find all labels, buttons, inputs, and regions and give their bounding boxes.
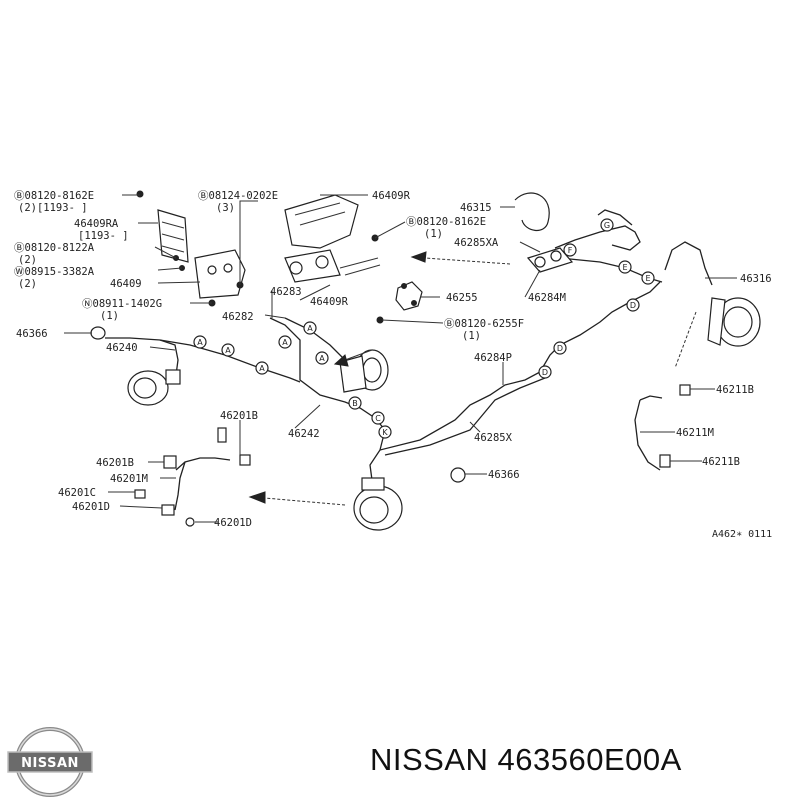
small-fittings	[134, 190, 691, 527]
circle-letter: F	[568, 246, 573, 255]
direction-arrows	[248, 251, 511, 506]
part-label: 46285X	[474, 432, 513, 444]
grommet-left	[90, 326, 106, 340]
part-label: 46409R	[310, 296, 349, 308]
circle-letter: A	[307, 324, 313, 333]
part-label: 46201D	[72, 501, 110, 513]
part-label: Ⓦ08915-3382A	[14, 266, 95, 278]
part-label: 46409R	[372, 190, 411, 202]
circle-letter: B	[352, 399, 358, 408]
circle-letters: A A A A A A B C K D D D E E F G	[193, 218, 655, 439]
part-label: 46366	[16, 328, 48, 340]
circle-letter: C	[375, 414, 381, 423]
leader-lines	[64, 194, 737, 523]
proportioning-valve	[284, 249, 381, 283]
bracket-46409	[194, 249, 246, 299]
circle-letter: A	[225, 346, 231, 355]
part-label: 46201B	[96, 457, 134, 469]
right-caliper	[707, 297, 761, 347]
part-label: 46366	[488, 469, 520, 481]
rear-caliper	[353, 477, 403, 531]
part-label: 46211M	[676, 427, 714, 439]
part-label: Ⓑ08120-8162E	[14, 190, 94, 202]
circle-letter: G	[604, 221, 610, 230]
circle-letter: D	[542, 368, 548, 377]
part-label: 46240	[106, 342, 138, 354]
circle-letter: A	[197, 338, 203, 347]
nissan-logo: NISSAN	[7, 727, 93, 797]
circle-letter: A	[319, 354, 325, 363]
part-labels: Ⓑ08120-8162E (2)[1193- ] 46409RA [1193- …	[14, 190, 772, 540]
valve-bracket-46409R	[284, 194, 359, 249]
part-label: Ⓑ08120-8122A	[14, 242, 95, 254]
circle-letter: E	[622, 263, 627, 272]
part-label: Ⓑ08120-6255F	[444, 318, 524, 330]
grommet-right	[450, 467, 466, 483]
part-label: (2)	[18, 254, 37, 266]
part-label: (1)	[424, 228, 443, 240]
part-label: 46284M	[528, 292, 566, 304]
valve-46284M	[526, 247, 574, 273]
part-label: 46201B	[220, 410, 258, 422]
part-label: 46211B	[716, 384, 754, 396]
left-caliper	[127, 369, 181, 406]
components	[90, 190, 761, 531]
part-label: 46284P	[474, 352, 512, 364]
circle-letter: K	[382, 428, 388, 437]
circle-letter: A	[259, 364, 265, 373]
part-label: 46409RA	[74, 218, 119, 230]
part-label: 46242	[288, 428, 320, 440]
part-label: (1)	[462, 330, 481, 342]
part-label: 46315	[460, 202, 492, 214]
part-label: 46201C	[58, 487, 96, 499]
part-label: 46285XA	[454, 237, 499, 249]
reference-code: A462∗ 0111	[712, 529, 772, 540]
junction-46255	[395, 281, 423, 311]
circle-letter: D	[557, 344, 563, 353]
part-label: Ⓑ08120-8162E	[406, 216, 486, 228]
part-label: (2)[1193- ]	[18, 202, 88, 214]
circle-letter: E	[645, 274, 650, 283]
brake-pipes	[105, 209, 713, 511]
part-label: 46409	[110, 278, 142, 290]
circle-letter: A	[282, 338, 288, 347]
part-label: 46211B	[702, 456, 740, 468]
part-label: (3)	[216, 202, 235, 214]
part-label: 46283	[270, 286, 302, 298]
circle-letter: D	[630, 301, 636, 310]
bracket-46409RA	[157, 209, 189, 263]
part-label: 46201M	[110, 473, 148, 485]
master-cylinder	[339, 349, 389, 393]
logo-text: NISSAN	[21, 756, 79, 771]
part-label: (2)	[18, 278, 37, 290]
part-label: (1)	[100, 310, 119, 322]
part-label: 46316	[740, 273, 772, 285]
part-label: 46282	[222, 311, 254, 323]
part-label: Ⓝ08911-1402G	[82, 298, 162, 310]
clamp-46315	[514, 192, 550, 231]
part-label: 46201D	[214, 517, 252, 529]
part-label: 46255	[446, 292, 478, 304]
part-label: [1193- ]	[78, 230, 129, 242]
part-label: Ⓑ08124-0202E	[198, 190, 278, 202]
part-number-caption: NISSAN 463560E00A	[370, 742, 682, 777]
